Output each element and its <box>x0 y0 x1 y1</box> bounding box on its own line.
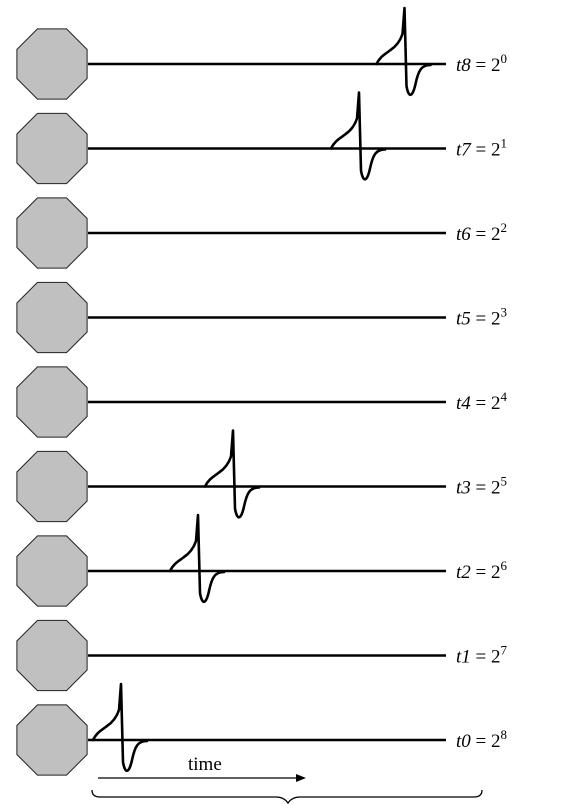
neuron-name: t2 <box>456 562 471 583</box>
exponent: 2 <box>501 220 508 235</box>
exponent: 7 <box>501 643 508 658</box>
neuron-label: t8 = 20 <box>456 51 507 76</box>
neuron-octagon <box>16 535 88 607</box>
neuron-row-t1: t1 = 27 <box>16 619 508 692</box>
equals-sign: = 2 <box>471 647 501 668</box>
spike-waveform <box>203 429 261 519</box>
neuron-row-t2: t2 = 26 <box>16 513 508 607</box>
neuron-label: t3 = 25 <box>456 474 507 499</box>
neuron-label: t2 = 26 <box>456 558 508 583</box>
time-arrow-head <box>296 774 306 782</box>
equals-sign: = 2 <box>471 731 501 752</box>
time-label: time <box>188 754 222 775</box>
neuron-octagon <box>16 366 88 438</box>
neuron-name: t8 <box>456 55 471 76</box>
neuron-name: t4 <box>456 393 471 414</box>
neuron-label: t0 = 28 <box>456 727 507 752</box>
exponent: 1 <box>501 136 508 151</box>
spike-waveform <box>91 682 149 773</box>
time-axis: time <box>91 754 483 804</box>
neuron-octagon <box>16 704 88 776</box>
exponent: 4 <box>501 389 508 404</box>
neuron-row-t8: t8 = 20 <box>16 6 507 100</box>
equals-sign: = 2 <box>471 309 501 330</box>
equals-sign: = 2 <box>471 55 501 76</box>
neuron-row-t5: t5 = 23 <box>16 281 507 354</box>
equals-sign: = 2 <box>471 393 501 414</box>
neuron-name: t7 <box>456 140 472 161</box>
exponent: 3 <box>501 305 508 320</box>
time-window-brace <box>91 789 483 804</box>
neuron-row-t7: t7 = 21 <box>16 91 507 185</box>
neuron-name: t1 <box>456 647 471 668</box>
equals-sign: = 2 <box>471 478 501 499</box>
neuron-octagon <box>16 28 88 100</box>
neuron-octagon <box>16 619 88 692</box>
neuron-octagon <box>16 281 88 354</box>
exponent: 5 <box>501 474 508 489</box>
neuron-row-t3: t3 = 25 <box>16 429 507 523</box>
neuron-name: t6 <box>456 224 471 245</box>
spike-waveform <box>329 91 387 181</box>
spike-waveform <box>375 6 432 97</box>
neuron-octagon <box>16 197 88 269</box>
exponent: 6 <box>501 558 508 573</box>
neuron-label: t5 = 23 <box>456 305 507 330</box>
neuron-label: t1 = 27 <box>456 643 508 668</box>
neuron-octagon <box>16 450 88 523</box>
neuron-name: t3 <box>456 478 471 499</box>
neuron-octagon <box>16 112 88 185</box>
equals-sign: = 2 <box>471 562 501 583</box>
neuron-row-t6: t6 = 22 <box>16 197 507 269</box>
equals-sign: = 2 <box>471 224 501 245</box>
spike-waveform <box>168 513 226 604</box>
exponent: 8 <box>501 727 508 742</box>
neuron-label: t7 = 21 <box>456 136 507 161</box>
neuron-name: t5 <box>456 309 471 330</box>
neuron-label: t4 = 24 <box>456 389 508 414</box>
neuron-label: t6 = 22 <box>456 220 507 245</box>
exponent: 0 <box>501 51 508 66</box>
neuron-name: t0 <box>456 731 471 752</box>
neuron-row-t0: t0 = 28 <box>16 682 507 776</box>
equals-sign: = 2 <box>471 140 501 161</box>
neuron-row-t4: t4 = 24 <box>16 366 508 438</box>
